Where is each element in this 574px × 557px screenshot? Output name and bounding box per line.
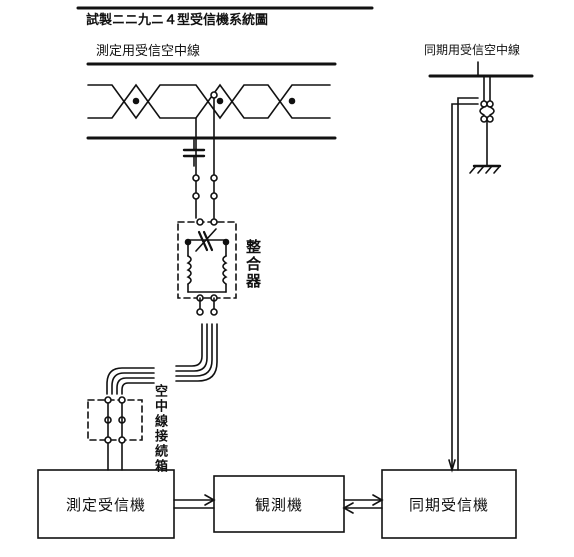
sync-receiver-box <box>381 469 517 539</box>
diagram-title: 試製ニニ九ニ４型受信機系統圖 <box>86 13 269 28</box>
measure-antenna-label: 測定用受信空中線 <box>96 44 201 59</box>
terminal <box>192 174 200 182</box>
sync-receiver-label: 同期受信機 <box>408 495 489 514</box>
measure-receiver-box <box>37 469 175 539</box>
observer-label: 観測機 <box>254 495 303 514</box>
terminal <box>192 192 200 200</box>
matcher-label: 整合器 <box>244 238 262 290</box>
lead-in-box <box>87 396 143 471</box>
lead-in-box-label: 空中線接続箱 <box>152 384 167 474</box>
observer-box <box>213 475 345 533</box>
box-connections <box>173 494 384 514</box>
feeder-cable <box>106 297 218 395</box>
sync-antenna-label: 同期用受信空中線 <box>424 43 521 57</box>
terminal <box>210 192 218 200</box>
terminal <box>210 174 218 182</box>
matcher-box <box>177 218 237 302</box>
measure-receiver-label: 測定受信機 <box>65 495 146 514</box>
sync-antenna <box>428 61 534 473</box>
measure-antenna <box>86 62 337 176</box>
